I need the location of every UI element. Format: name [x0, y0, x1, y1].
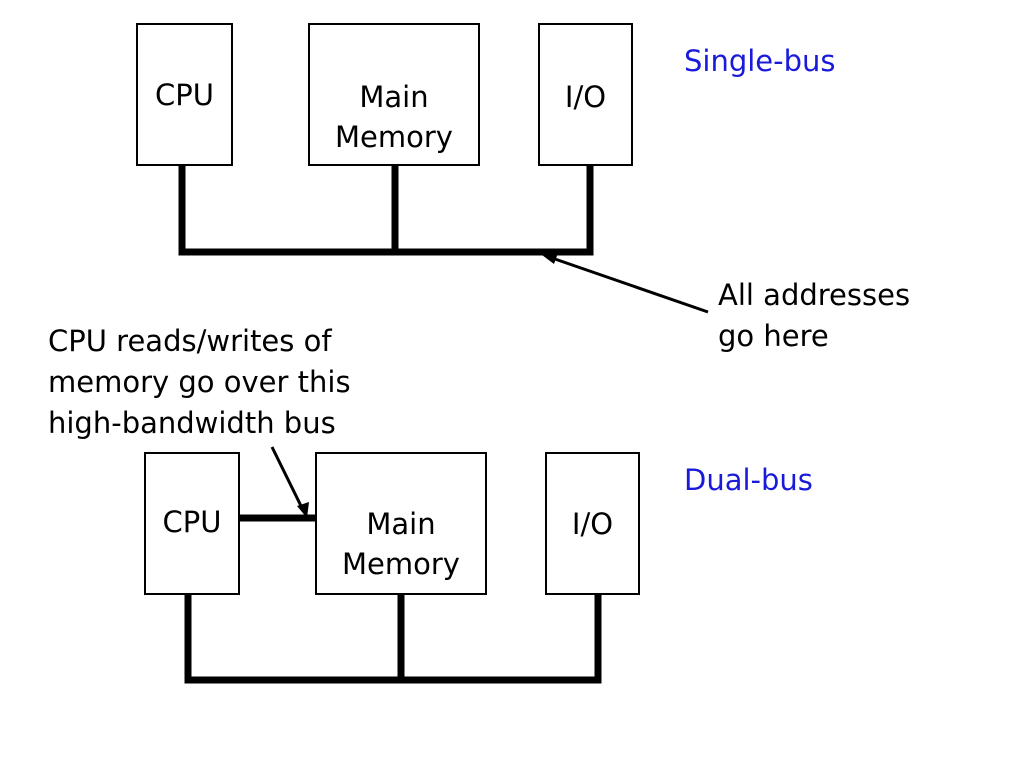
single-memory-label: Main Memory [335, 80, 453, 154]
single-memory-box: Main Memory [308, 23, 480, 166]
single-bus-annotation: All addresses go here [718, 278, 911, 353]
dual-bus-lines [184, 514, 602, 684]
single-io-label: I/O [564, 80, 607, 114]
dual-io-label: I/O [571, 507, 614, 541]
single-bus-lines [178, 162, 594, 256]
dual-bus-arrow [270, 446, 309, 518]
single-bus-title: Single-bus [684, 44, 836, 78]
dual-cpu-box: CPU [144, 452, 240, 595]
dual-bus-title: Dual-bus [684, 463, 813, 497]
dual-memory-box: Main Memory [315, 452, 487, 595]
single-bus-arrow [542, 253, 709, 314]
single-cpu-box: CPU [136, 23, 233, 166]
single-io-box: I/O [538, 23, 633, 166]
dual-memory-label: Main Memory [342, 507, 460, 581]
dual-io-box: I/O [545, 452, 640, 595]
dual-cpu-label: CPU [162, 505, 222, 539]
single-cpu-label: CPU [155, 78, 214, 112]
dual-bus-annotation: CPU reads/writes of memory go over this … [48, 324, 351, 440]
